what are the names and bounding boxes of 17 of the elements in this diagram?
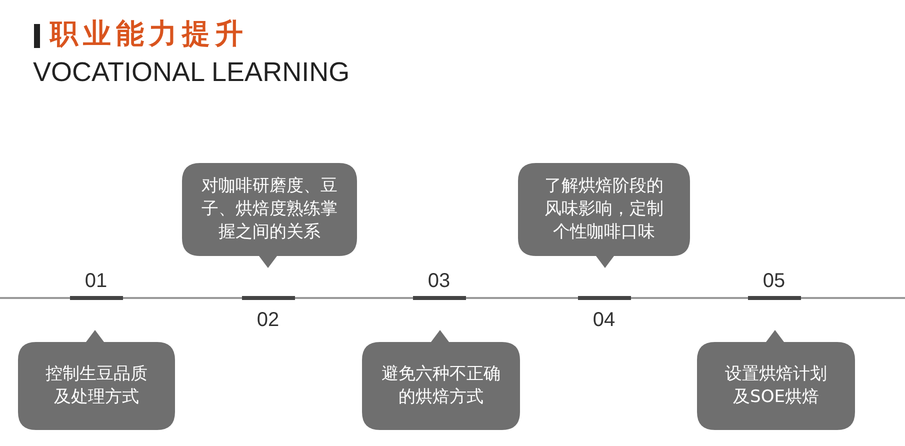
step-number: 01 (84, 270, 108, 292)
step-number: 02 (256, 309, 280, 331)
step-number: 05 (762, 270, 786, 292)
step-number: 04 (592, 309, 616, 331)
speech-bubble (697, 330, 855, 430)
speech-bubble (18, 330, 175, 430)
speech-bubble (362, 330, 520, 430)
title: 职业能力提升 (50, 16, 248, 52)
bubble-text: 避免六种不正确的烘焙方式 (380, 363, 502, 409)
bubble-text: 了解烘焙阶段的风味影响，定制个性咖啡口味 (544, 175, 664, 244)
bubble-text: 设置烘焙计划及SOE烘焙 (724, 363, 828, 409)
speech-bubble (518, 163, 690, 268)
subtitle: VOCATIONAL LEARNING (33, 56, 350, 88)
bubble-text: 对咖啡研磨度、豆子、烘焙度熟练掌握之间的关系 (200, 175, 338, 244)
bubble-text: 控制生豆品质及处理方式 (44, 363, 148, 409)
speech-bubble (182, 163, 357, 268)
step-number: 03 (426, 270, 452, 292)
